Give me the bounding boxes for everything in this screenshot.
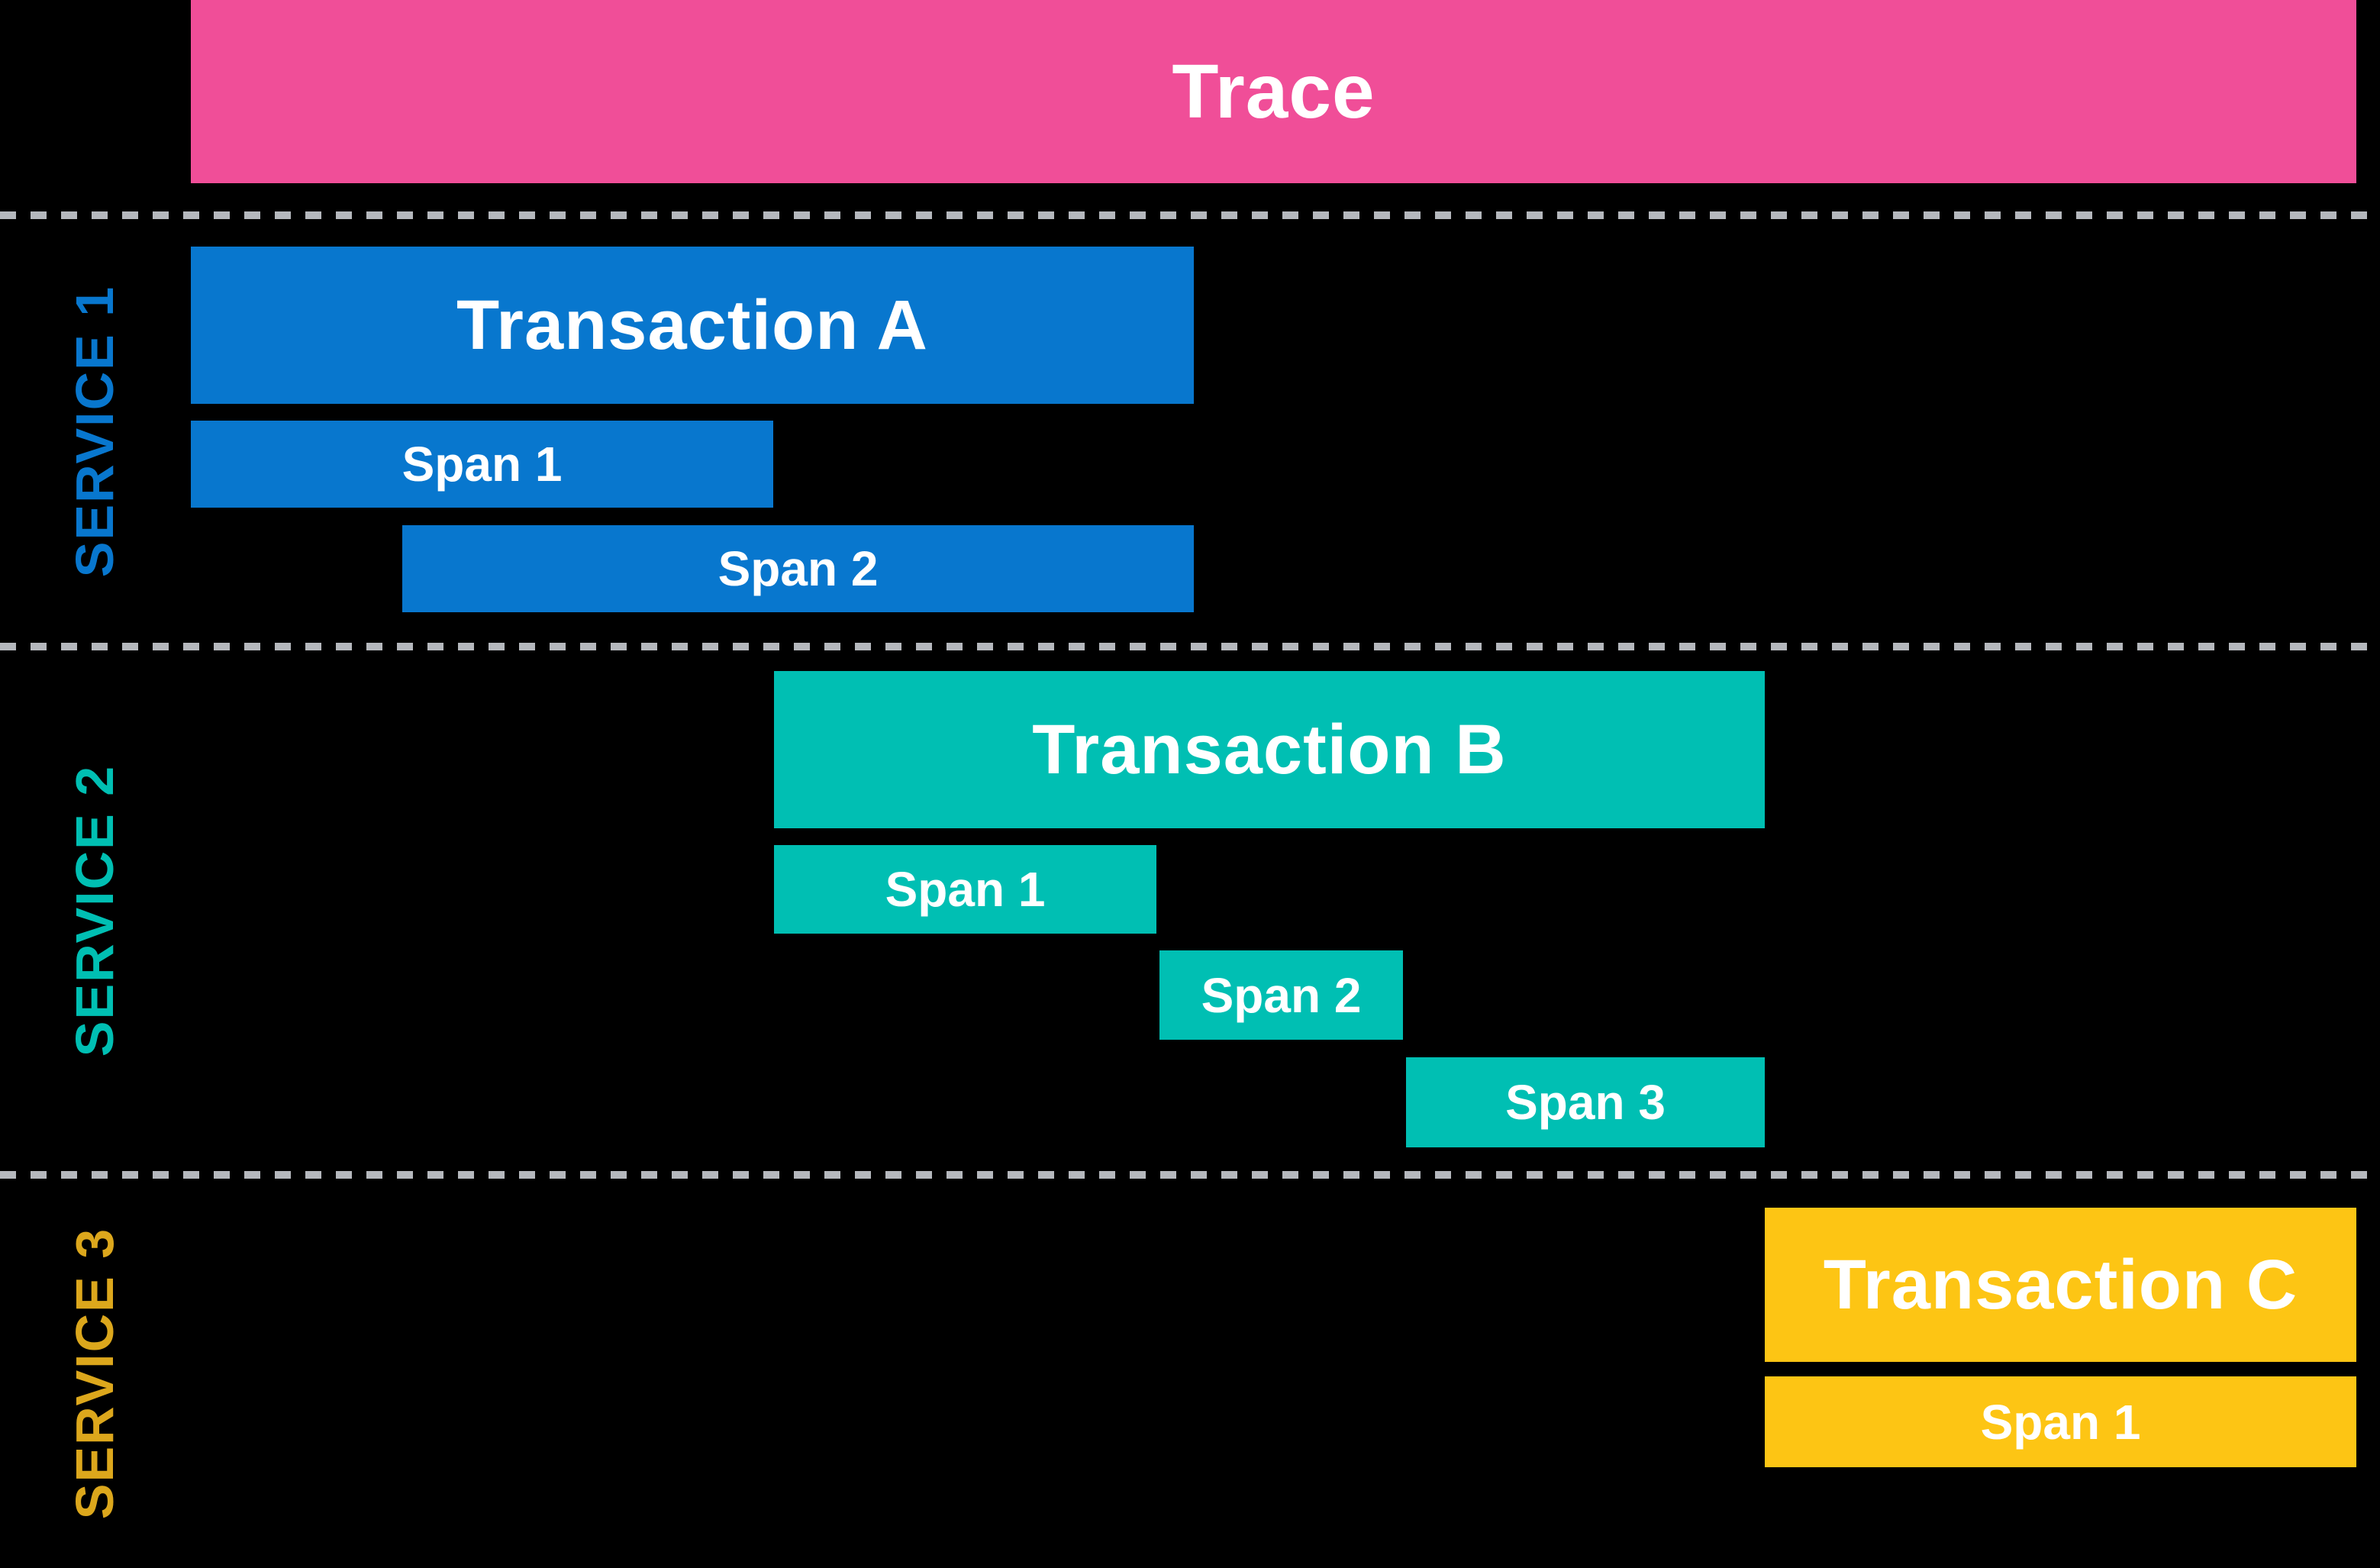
service-2-span-2-bar: Span 2: [1159, 950, 1403, 1040]
service-3-label-text: SERVICE 3: [65, 1227, 124, 1520]
service-2-span-3-bar: Span 3: [1406, 1057, 1765, 1147]
transaction-b-bar: Transaction B: [774, 671, 1765, 828]
service-1-divider-line: [0, 211, 2380, 219]
service-3-divider-line: [0, 1171, 2380, 1179]
service-2-divider-line: [0, 643, 2380, 650]
transaction-c-bar: Transaction C: [1765, 1208, 2356, 1362]
service-1-span-1-bar: Span 1: [191, 421, 773, 508]
service-2-span-3-label: Span 3: [1505, 1075, 1666, 1130]
service-3-span-1-bar: Span 1: [1765, 1376, 2356, 1467]
trace-label: Trace: [1172, 48, 1375, 134]
service-1-lane-label: SERVICE 1: [0, 219, 189, 643]
transaction-a-bar: Transaction A: [191, 247, 1194, 404]
service-1-span-2-bar: Span 2: [402, 525, 1194, 612]
transaction-b-label: Transaction B: [1032, 710, 1507, 789]
service-1-span-2-label: Span 2: [718, 541, 879, 596]
service-1-span-1-label: Span 1: [402, 437, 563, 492]
service-2-label-text: SERVICE 2: [65, 764, 124, 1057]
trace-bar: Trace: [191, 0, 2356, 183]
service-2-lane-label: SERVICE 2: [0, 650, 189, 1171]
service-2-span-1-bar: Span 1: [774, 845, 1156, 934]
service-1-label-text: SERVICE 1: [65, 285, 124, 577]
service-3-lane-label: SERVICE 3: [0, 1179, 189, 1568]
transaction-c-label: Transaction C: [1823, 1245, 2298, 1324]
service-2-span-2-label: Span 2: [1201, 967, 1362, 1023]
transaction-a-label: Transaction A: [456, 286, 928, 364]
service-2-span-1-label: Span 1: [885, 862, 1046, 917]
service-3-span-1-label: Span 1: [1980, 1394, 2141, 1450]
